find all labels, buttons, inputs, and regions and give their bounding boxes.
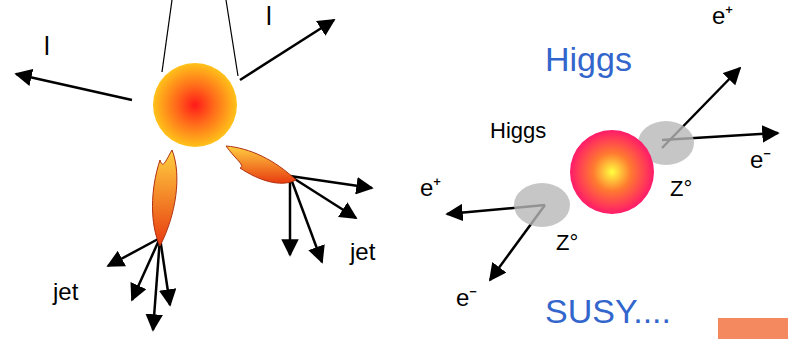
jet-label: jet — [53, 278, 78, 306]
z-boson-blob — [514, 183, 570, 227]
particle-label: e⁺ — [712, 2, 733, 30]
lepton-label: l — [44, 32, 50, 62]
jet-flame — [226, 146, 296, 183]
heading-label: Higgs — [545, 40, 632, 79]
particle-label: Higgs — [490, 118, 546, 143]
particle-label: e⁺ — [420, 174, 441, 202]
particle-label: Z° — [670, 176, 692, 201]
higgs-ball — [570, 130, 654, 214]
particle-label: e⁻ — [750, 146, 771, 174]
particle-tracks — [16, 0, 778, 330]
particle-label: Z° — [556, 230, 578, 255]
jet-label: jet — [350, 238, 375, 266]
particle-label: e⁻ — [456, 284, 477, 312]
orange-bar — [718, 318, 788, 339]
heading-label: SUSY.... — [545, 292, 671, 331]
lepton-label: l — [266, 2, 272, 32]
collision-fireball — [153, 63, 237, 147]
jet-flame — [153, 150, 177, 246]
